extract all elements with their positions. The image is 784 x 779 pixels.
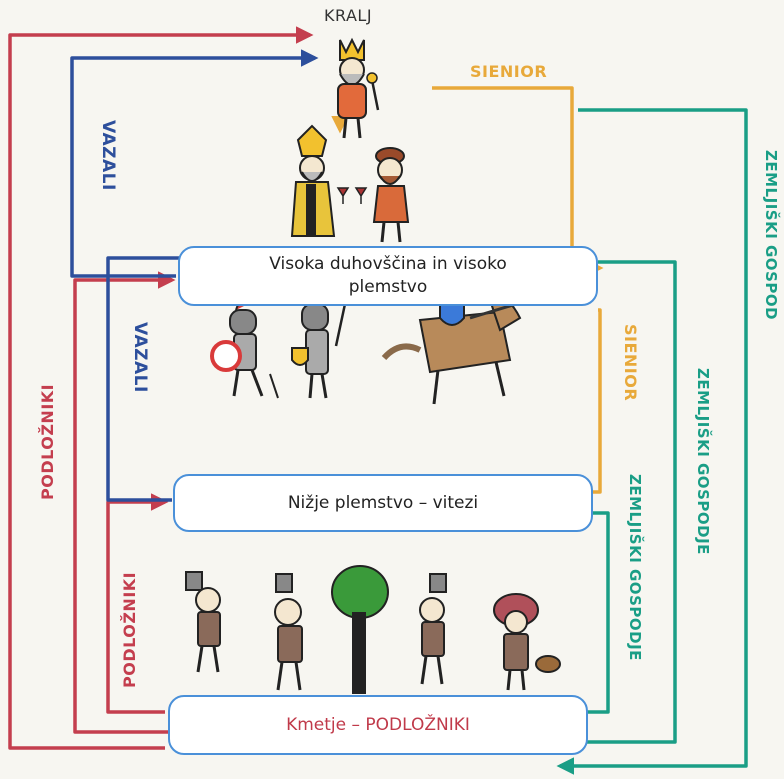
vazali-mid-arrow: [106, 249, 244, 502]
senior-top-label: SIENIOR: [470, 62, 548, 81]
peasants-label: Kmetje – PODLOŽNIKI: [286, 714, 470, 735]
zemljiski-inner-arrow: [544, 511, 610, 721]
peasants-box: Kmetje – PODLOŽNIKI: [168, 695, 588, 755]
podlozniki-inner-label: PODLOŽNIKI: [120, 571, 139, 688]
zemljiski-arrows: [544, 108, 748, 775]
senior-mid-arrow: [566, 308, 602, 501]
lower-nobility-label: Nižje plemstvo – vitezi: [287, 492, 479, 513]
zemljiski-outer-arrow: [556, 108, 748, 775]
king-label: KRALJ: [324, 6, 373, 25]
podlozniki-outer-arrow: [8, 26, 314, 750]
vazali-arrows: [70, 49, 319, 502]
peasant-icon: [493, 593, 561, 691]
podlozniki-mid-arrow: [73, 271, 176, 734]
bishop-icon: [290, 124, 336, 237]
high-clergy-line1: Visoka duhovščina in visoko: [269, 254, 507, 275]
peasant-icon: [185, 571, 221, 673]
vazali-top-arrow: [70, 49, 319, 278]
vazali-top-label: VAZALI: [98, 120, 118, 191]
peasant-icon: [419, 573, 447, 685]
high-clergy-line2: plemstvo: [348, 277, 428, 297]
zemljiski-mid-label: ZEMLJIŠKI GOSPODJE: [694, 368, 712, 555]
noble-icon: [336, 147, 410, 243]
tree-icon: [331, 565, 389, 694]
zemljiski-mid-arrow: [544, 260, 677, 751]
podlozniki-outer-label: PODLOŽNIKI: [38, 383, 57, 500]
senior-mid-label: SIENIOR: [621, 324, 640, 402]
peasant-icon: [274, 573, 303, 691]
podlozniki-arrows: [8, 26, 314, 750]
knight-with-sword-icon: [291, 289, 350, 399]
king-icon: [337, 37, 380, 139]
lower-nobility-box: Nižje plemstvo – vitezi: [173, 474, 593, 532]
knight-icon: [210, 299, 279, 399]
zemljiski-outer-label: ZEMLJIŠKI GOSPOD: [762, 150, 780, 321]
zemljiski-inner-label: ZEMLJIŠKI GOSPODJE: [626, 474, 644, 661]
high-clergy-nobility-box: Visoka duhovščina in visoko plemstvo: [178, 246, 598, 306]
senior-top-arrow: [432, 86, 604, 277]
podlozniki-inner-arrow: [106, 493, 169, 714]
vazali-mid-label: VAZALI: [130, 322, 150, 393]
